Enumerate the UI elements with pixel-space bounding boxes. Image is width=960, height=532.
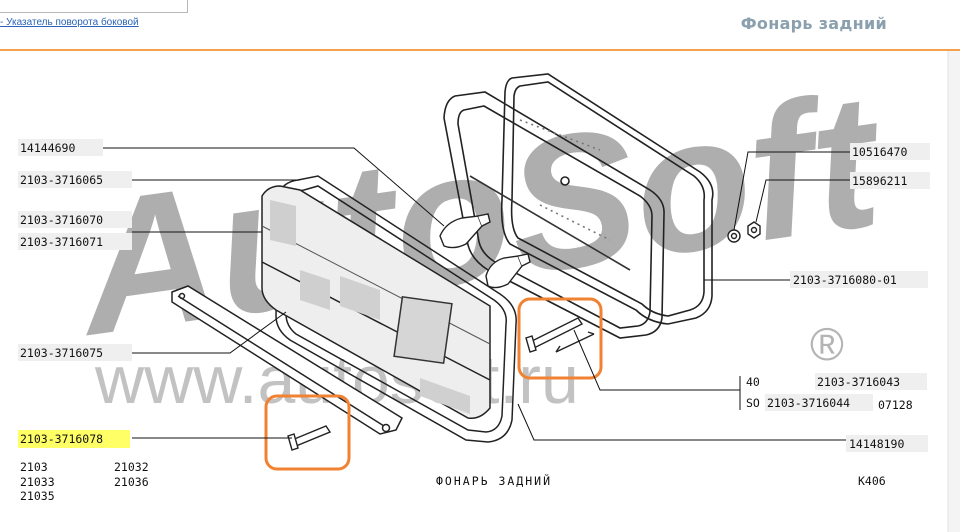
model-21033: 21033 <box>20 475 55 489</box>
screw-long <box>525 317 595 353</box>
bulb-upper <box>439 213 491 249</box>
variant-number: 07128 <box>878 398 913 412</box>
part-number-2103-3716075[interactable]: 2103-3716075 <box>20 346 103 360</box>
part-number-2103-3716065[interactable]: 2103-3716065 <box>20 173 103 187</box>
watermark-registered: ® <box>810 318 844 370</box>
nut-and-washer <box>727 221 761 243</box>
part-number-2103-3716080-01[interactable]: 2103-3716080-01 <box>793 273 897 287</box>
parts-diagram: AutoSoft www.autosoft.ru ® <box>0 51 960 532</box>
bulb-lower <box>485 253 531 289</box>
top-bar: - Указатель поворота боковой Фонарь задн… <box>0 0 960 50</box>
back-link[interactable]: - Указатель поворота боковой <box>0 17 139 28</box>
model-21035: 21035 <box>20 489 55 503</box>
highlight-screw-short <box>264 394 351 471</box>
diagram-code: К406 <box>858 474 886 488</box>
highlight-screw-long <box>517 297 603 380</box>
header-divider <box>0 49 960 51</box>
right-label-boxes <box>765 143 930 452</box>
callout-highlights <box>264 297 603 471</box>
lamp-lens <box>261 185 491 420</box>
search-input[interactable] <box>0 0 188 13</box>
page-title: Фонарь задний <box>740 14 887 33</box>
lamp-housing <box>443 91 665 339</box>
left-label-boxes <box>18 139 132 448</box>
part-number-2103-3716043[interactable]: 2103-3716043 <box>817 375 900 389</box>
model-2103: 2103 <box>20 460 48 474</box>
part-number-2103-3716070[interactable]: 2103-3716070 <box>20 213 103 227</box>
lamp-gasket <box>500 73 714 325</box>
model-21032: 21032 <box>114 460 149 474</box>
part-number-14144690[interactable]: 14144690 <box>20 141 75 155</box>
part-number-2103-3716044[interactable]: 2103-3716044 <box>767 396 850 410</box>
part-number-2103-3716071[interactable]: 2103-3716071 <box>20 235 103 249</box>
part-number-2103-3716078-selected[interactable]: 2103-3716078 <box>20 432 103 446</box>
diagram-caption: ФОНАРЬ ЗАДНИЙ <box>436 473 552 488</box>
model-21036: 21036 <box>114 475 149 489</box>
part-number-10516470[interactable]: 10516470 <box>852 145 907 159</box>
variant-so: SO <box>746 396 760 410</box>
part-number-14148190[interactable]: 14148190 <box>849 437 904 451</box>
part-number-15896211[interactable]: 15896211 <box>852 174 907 188</box>
variant-40: 40 <box>746 375 760 389</box>
leader-lines <box>100 147 852 441</box>
